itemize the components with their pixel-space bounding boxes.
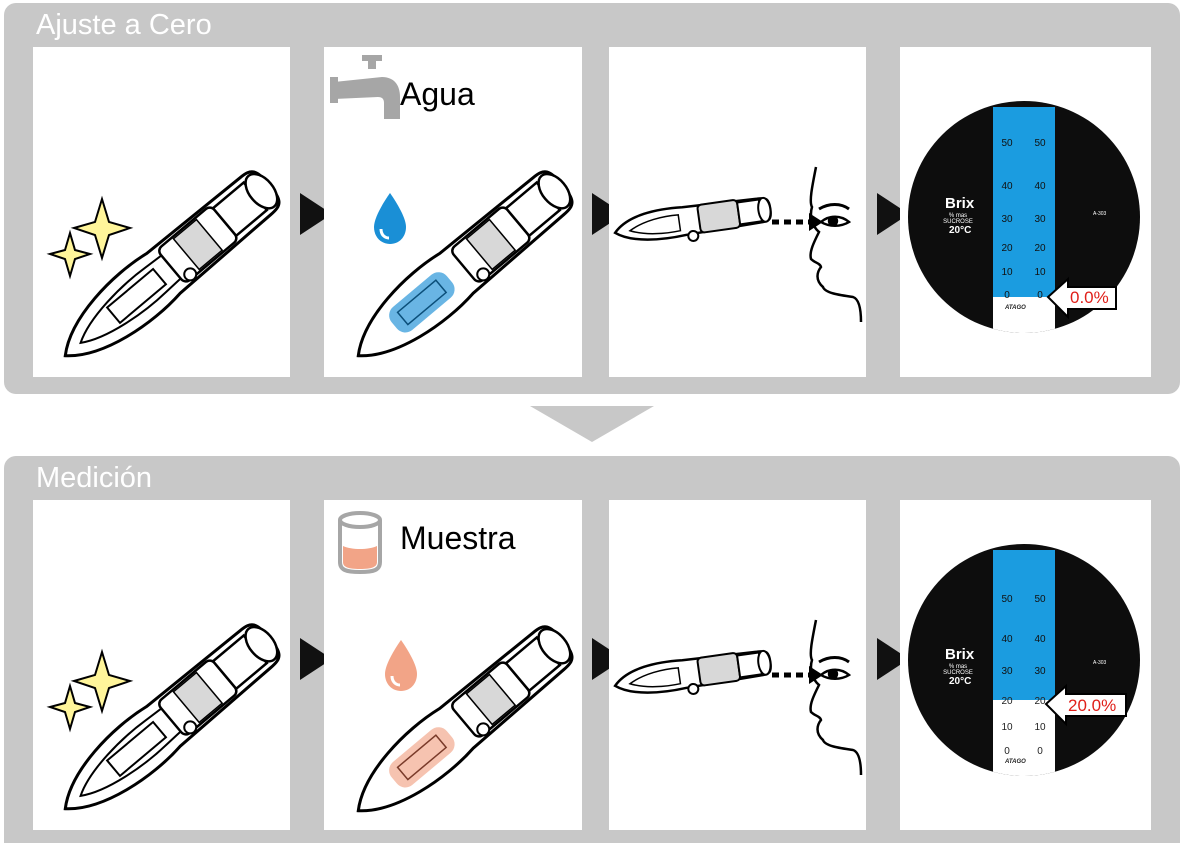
reading-value: 0.0% xyxy=(1070,288,1109,307)
scale-tick-label: 40 xyxy=(1034,634,1046,645)
step-look-panel xyxy=(609,500,866,830)
maker-label: ATAGO xyxy=(1005,759,1026,765)
section-title: Ajuste a Cero xyxy=(36,9,212,41)
refractometer-icon xyxy=(356,170,574,358)
step-look-panel xyxy=(609,47,866,377)
scale-tick-label: 50 xyxy=(1001,138,1013,149)
face-profile-icon xyxy=(809,619,863,776)
scale-tick-label: 10 xyxy=(1034,722,1046,733)
scale-tick-label: 30 xyxy=(1001,214,1013,225)
scale-tick-label: 20 xyxy=(1034,243,1046,254)
scale-tick-label: 20 xyxy=(1034,696,1046,707)
step-clean-panel xyxy=(33,500,290,830)
scale-tick-label: 30 xyxy=(1034,214,1046,225)
arrow-down-icon xyxy=(530,406,654,442)
scale-tick-label: 30 xyxy=(1034,666,1046,677)
brix-label: Brix xyxy=(945,646,975,663)
unit-line1: % mas xyxy=(948,213,968,219)
scale-tick-label: 50 xyxy=(1001,594,1013,605)
scale-tick-label: 40 xyxy=(1001,181,1013,192)
scale-tick-label: 40 xyxy=(1001,634,1013,645)
drop-icon xyxy=(374,193,406,244)
scale-tick-label: 0 xyxy=(1037,290,1043,301)
scale-tick-label: 30 xyxy=(1001,666,1013,677)
step-read-panel: Brix % mas SUCROSE 20°C A-303 50 50 40 4… xyxy=(900,47,1151,377)
step-clean-panel xyxy=(33,47,290,377)
scale-tick-label: 50 xyxy=(1034,594,1046,605)
refractometer-icon xyxy=(613,196,772,242)
scale-tick-label: 10 xyxy=(1001,267,1013,278)
step-apply-sample-panel: Muestra xyxy=(324,500,582,830)
model-label: A-303 xyxy=(1093,660,1107,666)
substance-label: Muestra xyxy=(400,520,516,556)
reading-value: 20.0% xyxy=(1068,696,1117,715)
scale-tick-label: 10 xyxy=(1001,722,1013,733)
face-profile-icon xyxy=(809,166,863,323)
refractometer-icon xyxy=(356,625,574,813)
refractometer-icon xyxy=(63,170,281,358)
scale-tick-label: 20 xyxy=(1001,243,1013,254)
eye-icon xyxy=(772,666,823,684)
refractometer-icon xyxy=(63,623,281,811)
scale-tick-label: 10 xyxy=(1034,267,1046,278)
brix-label: Brix xyxy=(945,195,975,212)
maker-label: ATAGO xyxy=(1005,305,1026,311)
step-apply-water-panel: Agua xyxy=(324,47,582,377)
refractometer-icon xyxy=(613,649,772,695)
sparkle-icon xyxy=(46,648,134,733)
eye-icon xyxy=(772,213,823,231)
sparkle-icon xyxy=(46,195,134,280)
scale-tick-label: 0 xyxy=(1004,290,1010,301)
drop-icon xyxy=(385,640,417,691)
scale-tick-label: 20 xyxy=(1001,696,1013,707)
scale-tick-label: 50 xyxy=(1034,138,1046,149)
scale-tick-label: 0 xyxy=(1037,746,1043,757)
faucet-icon xyxy=(330,55,400,119)
substance-label: Agua xyxy=(400,76,475,112)
temperature-label: 20°C xyxy=(949,676,972,687)
step-read-panel: Brix % mas SUCROSE 20°C A-303 50 50 40 4… xyxy=(900,500,1151,830)
sample-cup-icon xyxy=(338,511,382,575)
unit-line2: SUCROSE xyxy=(943,670,973,676)
section-title: Medición xyxy=(36,462,153,494)
model-label: A-303 xyxy=(1093,211,1107,217)
temperature-label: 20°C xyxy=(949,225,972,236)
scale-tick-label: 0 xyxy=(1004,746,1010,757)
unit-line1: % mas xyxy=(948,664,968,670)
unit-line2: SUCROSE xyxy=(943,219,973,225)
scale-tick-label: 40 xyxy=(1034,181,1046,192)
